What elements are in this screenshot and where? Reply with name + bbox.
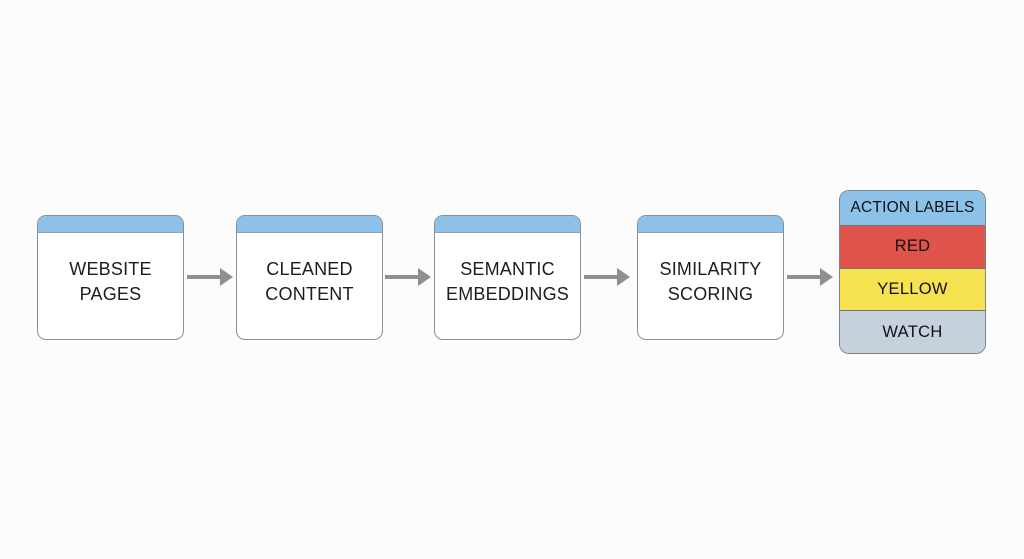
node-label-line: PAGES [79, 284, 142, 304]
action-labels-box: ACTION LABELS RED YELLOW WATCH [839, 190, 986, 354]
node-label-line: CONTENT [265, 284, 354, 304]
node-label: WEBSITE PAGES [38, 233, 183, 339]
node-website-pages: WEBSITE PAGES [37, 215, 184, 340]
arrow-shaft [187, 275, 220, 279]
node-label-line: SEMANTIC [460, 259, 555, 279]
node-similarity-scoring: SIMILARITY SCORING [637, 215, 784, 340]
flow-arrow [787, 268, 833, 286]
node-label: SIMILARITY SCORING [638, 233, 783, 339]
node-label-line: WEBSITE [69, 259, 152, 279]
arrow-head [220, 268, 233, 286]
action-labels-header: ACTION LABELS [840, 191, 985, 225]
arrow-shaft [385, 275, 418, 279]
action-row-yellow: YELLOW [840, 267, 985, 311]
node-header-bar [435, 216, 580, 233]
flow-arrow [584, 268, 630, 286]
node-header-bar [638, 216, 783, 233]
node-label: CLEANED CONTENT [237, 233, 382, 339]
arrow-head [820, 268, 833, 286]
action-row-red: RED [840, 225, 985, 268]
arrow-head [617, 268, 630, 286]
node-label-line: SCORING [667, 284, 754, 304]
flow-arrow [187, 268, 233, 286]
node-cleaned-content: CLEANED CONTENT [236, 215, 383, 340]
arrow-shaft [584, 275, 617, 279]
arrow-shaft [787, 275, 820, 279]
node-label: SEMANTIC EMBEDDINGS [435, 233, 580, 339]
node-label-line: EMBEDDINGS [445, 284, 570, 304]
node-semantic-embeddings: SEMANTIC EMBEDDINGS [434, 215, 581, 340]
node-label-line: CLEANED [266, 259, 353, 279]
flow-arrow [385, 268, 431, 286]
node-header-bar [237, 216, 382, 233]
action-row-watch: WATCH [840, 310, 985, 353]
node-header-bar [38, 216, 183, 233]
arrow-head [418, 268, 431, 286]
node-label-line: SIMILARITY [659, 259, 762, 279]
